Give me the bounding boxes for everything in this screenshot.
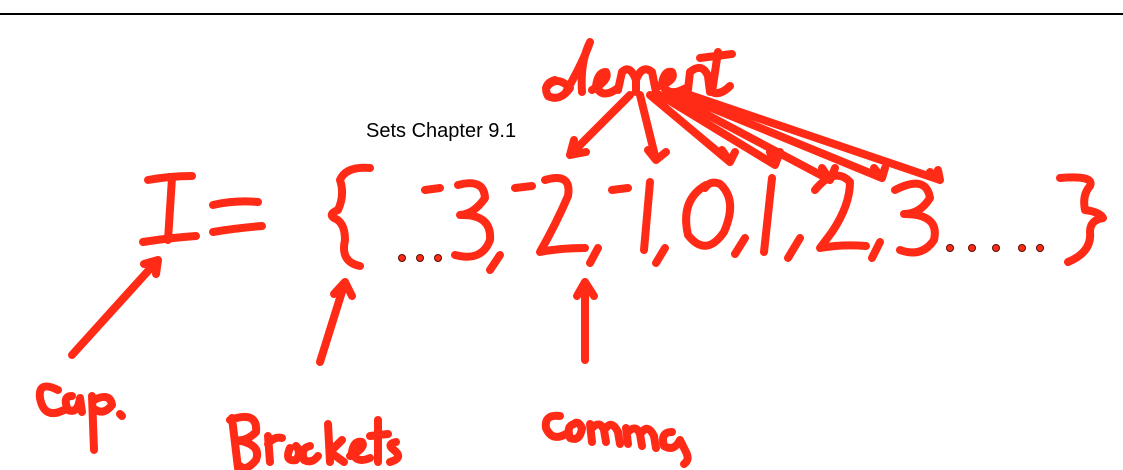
ellipsis-dot (416, 254, 424, 262)
arrow-cap (69, 257, 161, 358)
neg-one (609, 179, 653, 253)
ellipsis-dot (398, 254, 406, 262)
comma-5 (785, 235, 803, 261)
arrow-element-to-neg3 (567, 92, 633, 158)
ellipsis-dot (1036, 244, 1044, 252)
neg-three (422, 180, 493, 260)
word-comma (543, 413, 691, 467)
zero (683, 180, 733, 249)
page-title: Sets Chapter 9.1 (366, 120, 517, 142)
arrow-element-to-three (687, 92, 943, 183)
two (812, 173, 869, 251)
arrow-comma (574, 279, 597, 363)
arrow-element-to-two (677, 92, 888, 181)
letter-I (140, 173, 199, 245)
arrow-brackets (317, 279, 355, 365)
right-brace (1057, 174, 1106, 265)
comma-4 (732, 235, 748, 257)
comma-2 (587, 245, 601, 266)
top-rule (0, 13, 1123, 15)
ellipsis-dot (1018, 244, 1026, 252)
comma-3 (653, 245, 668, 266)
ellipsis-dot (968, 244, 976, 252)
comma-6 (869, 239, 883, 261)
three (892, 181, 938, 255)
word-cap (37, 383, 125, 453)
word-element (543, 39, 735, 101)
ellipsis-dot (992, 244, 1000, 252)
one (761, 175, 775, 255)
word-comma-outline (541, 411, 692, 468)
arrow-element-to-neg2 (637, 92, 669, 163)
ellipsis-dot (434, 254, 442, 262)
comma-1 (487, 252, 503, 273)
left-brace (329, 165, 373, 269)
neg-two (512, 175, 588, 255)
ellipsis-dot (946, 244, 954, 252)
equals-sign (210, 198, 265, 235)
word-brackets (227, 414, 401, 470)
arrow-element-to-neg1 (647, 92, 738, 165)
arrow-element-to-one (667, 92, 838, 183)
